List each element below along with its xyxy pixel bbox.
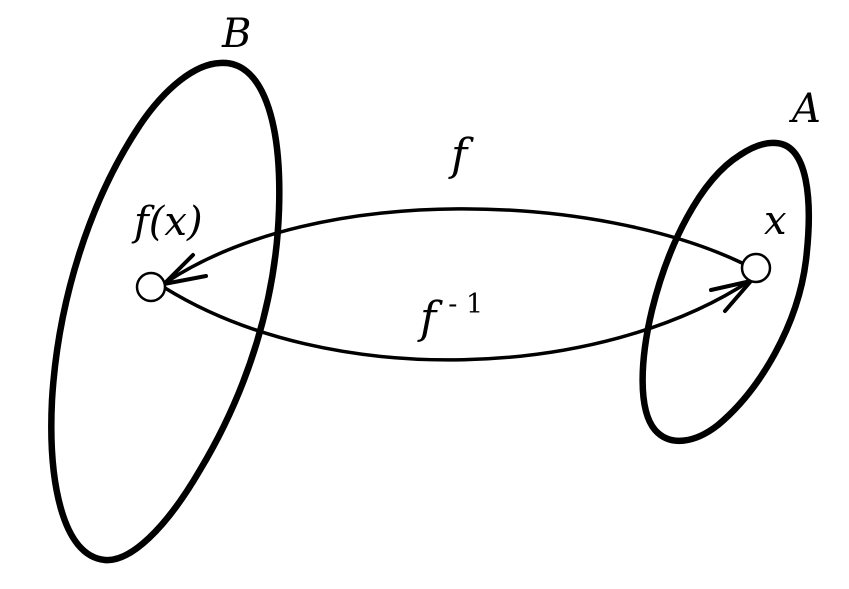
image-point-label: f(x) bbox=[131, 199, 203, 245]
image-point: f(x) bbox=[131, 199, 203, 303]
inverse-map-arc bbox=[163, 278, 753, 362]
set-b-outline bbox=[48, 59, 283, 564]
source-point-marker bbox=[740, 252, 772, 284]
source-point-label: x bbox=[764, 198, 787, 244]
forward-map-label: f bbox=[448, 130, 474, 181]
inverse-map-superscript: - 1 bbox=[448, 289, 483, 320]
forward-map: f bbox=[162, 130, 744, 286]
set-b: B bbox=[48, 11, 283, 564]
inverse-map-base: f bbox=[417, 293, 443, 344]
source-point: x bbox=[740, 198, 787, 284]
set-a-label: A bbox=[788, 86, 821, 132]
forward-map-arc bbox=[163, 207, 744, 285]
set-b-label: B bbox=[221, 11, 251, 57]
set-a-outline bbox=[639, 139, 812, 445]
inverse-map-label: f- 1 bbox=[417, 289, 483, 344]
set-a: A bbox=[639, 86, 821, 445]
image-point-marker bbox=[135, 271, 167, 303]
inverse-arrow-head bbox=[709, 279, 753, 313]
